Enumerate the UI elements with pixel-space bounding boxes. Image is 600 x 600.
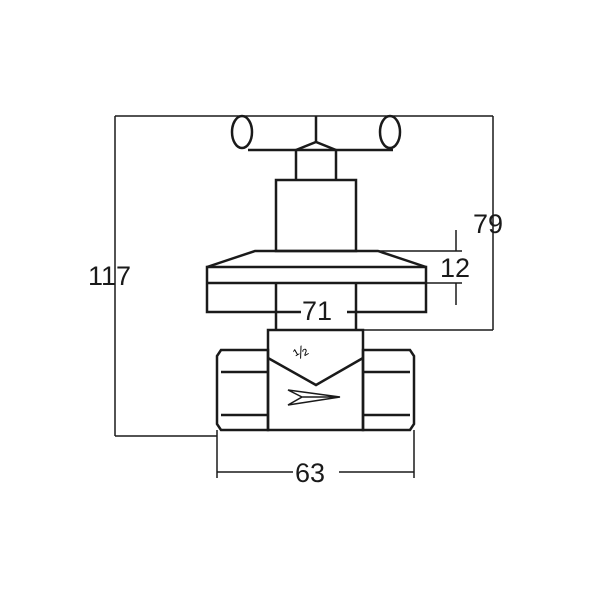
dim-top-to-body: 79 bbox=[473, 209, 503, 239]
flow-arrow-icon bbox=[287, 389, 341, 406]
valve-body: ½ bbox=[215, 328, 416, 432]
dim-overall-height: 117 bbox=[88, 261, 131, 291]
valve-handle bbox=[230, 114, 402, 152]
body-marking: ½ bbox=[291, 342, 311, 363]
dim-flange-thickness: 12 bbox=[440, 253, 470, 283]
valve-neck bbox=[274, 150, 358, 253]
dim-flange-width: 71 bbox=[302, 296, 332, 326]
dim-body-width: 63 bbox=[295, 458, 325, 488]
